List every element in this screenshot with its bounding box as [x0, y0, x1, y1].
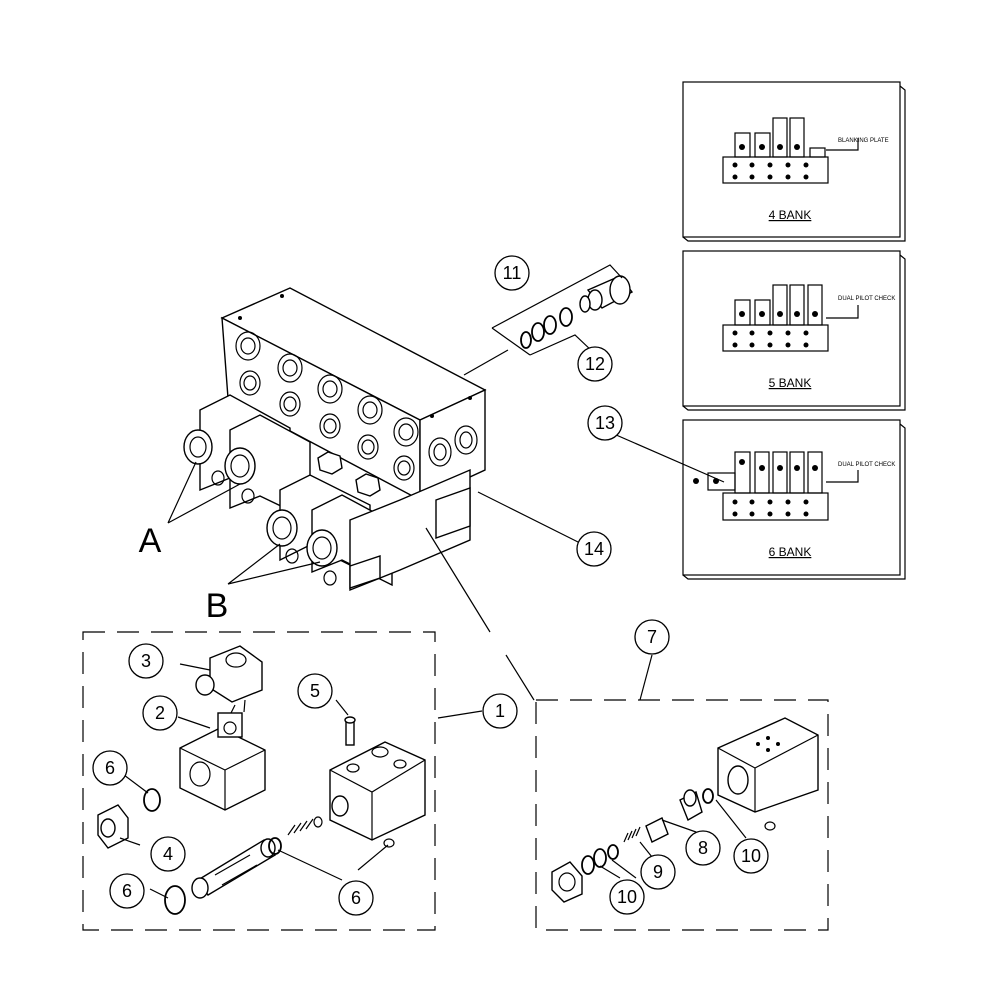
svg-text:3: 3: [141, 651, 151, 671]
callout-6c: 6: [338, 880, 374, 916]
callout-11: 11: [494, 255, 530, 291]
callout-6b: 6: [109, 873, 145, 909]
svg-text:4: 4: [163, 844, 173, 864]
svg-text:6: 6: [122, 881, 132, 901]
blanking-plate-note: BLANKING PLATE: [838, 138, 889, 144]
check-valve-detail: [535, 654, 829, 931]
svg-text:6: 6: [351, 888, 361, 908]
callout-2: 2: [142, 695, 178, 731]
fitting-and-seals: [463, 264, 634, 376]
panel-6-bank: DUAL PILOT CHECK 6 BANK: [682, 419, 906, 580]
callout-7: 7: [634, 619, 670, 655]
dual-pilot-check-note-6: DUAL PILOT CHECK: [838, 462, 895, 468]
panel-5-bank: DUAL PILOT CHECK 5 BANK: [682, 250, 906, 411]
svg-text:1: 1: [495, 701, 505, 721]
callout-4: 4: [150, 836, 186, 872]
solenoid-valve-detail: [82, 631, 483, 931]
port-label-a: A: [139, 522, 162, 560]
svg-text:10: 10: [741, 846, 761, 866]
svg-text:11: 11: [503, 263, 522, 283]
svg-text:14: 14: [584, 539, 604, 559]
svg-text:8: 8: [698, 838, 708, 858]
callout-5: 5: [297, 673, 333, 709]
panel-title-4-bank: 4 BANK: [769, 208, 812, 222]
svg-text:2: 2: [155, 703, 165, 723]
callout-14: 14: [576, 531, 612, 567]
svg-text:12: 12: [585, 354, 605, 374]
port-label-b: B: [206, 587, 229, 625]
manifold-assembly: A B: [139, 287, 487, 625]
callout-3: 3: [128, 643, 164, 679]
callout-10b: 10: [733, 838, 769, 874]
panel-title-6-bank: 6 BANK: [769, 545, 812, 559]
dual-pilot-check-note-5: DUAL PILOT CHECK: [838, 296, 895, 302]
svg-text:6: 6: [105, 758, 115, 778]
callout-1: 1: [482, 693, 518, 729]
svg-text:9: 9: [653, 862, 663, 882]
callout-9: 9: [640, 854, 676, 890]
callout-12: 12: [577, 346, 613, 382]
callout-13: 13: [587, 405, 623, 441]
callout-6a: 6: [92, 750, 128, 786]
svg-text:10: 10: [617, 887, 637, 907]
panel-title-5-bank: 5 BANK: [769, 376, 812, 390]
callout-8: 8: [685, 830, 721, 866]
callout-10a: 10: [609, 879, 645, 915]
svg-text:5: 5: [310, 681, 320, 701]
panel-4-bank: BLANKING PLATE 4 BANK: [682, 81, 906, 242]
svg-text:13: 13: [595, 413, 615, 433]
svg-text:7: 7: [647, 627, 657, 647]
